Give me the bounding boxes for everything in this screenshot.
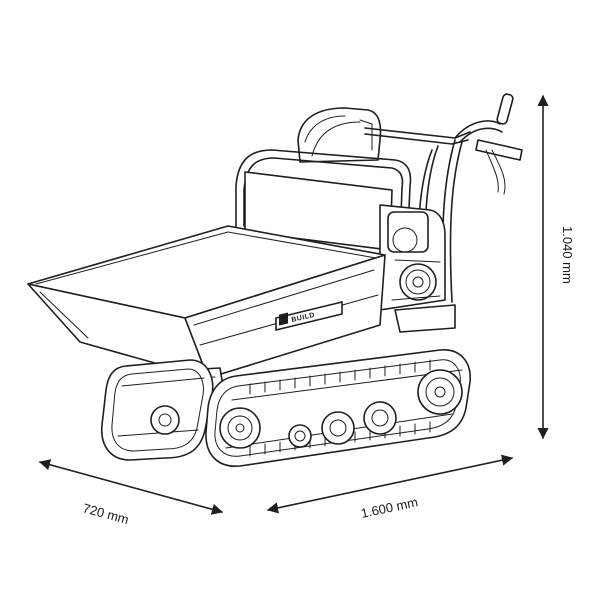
near-track (205, 349, 471, 467)
brand-logo-plate: BUILD (275, 301, 343, 331)
width-dimension: 720 mm (38, 459, 224, 527)
handlebars (364, 93, 523, 303)
width-label: 720 mm (81, 500, 130, 527)
width-arrow (38, 459, 224, 515)
rear-guard-frame (235, 149, 412, 301)
length-arrow (266, 454, 514, 514)
track-dumper-illustration: BUILD (27, 93, 523, 467)
engine-hood (297, 107, 382, 163)
dump-bucket (27, 225, 386, 379)
length-label: 1.600 mm (360, 494, 420, 521)
height-label: 1.040 mm (560, 226, 575, 284)
engine-block (379, 204, 456, 333)
length-dimension: 1.600 mm (266, 454, 514, 521)
height-dimension: 1.040 mm (537, 94, 575, 440)
far-track (101, 359, 214, 461)
